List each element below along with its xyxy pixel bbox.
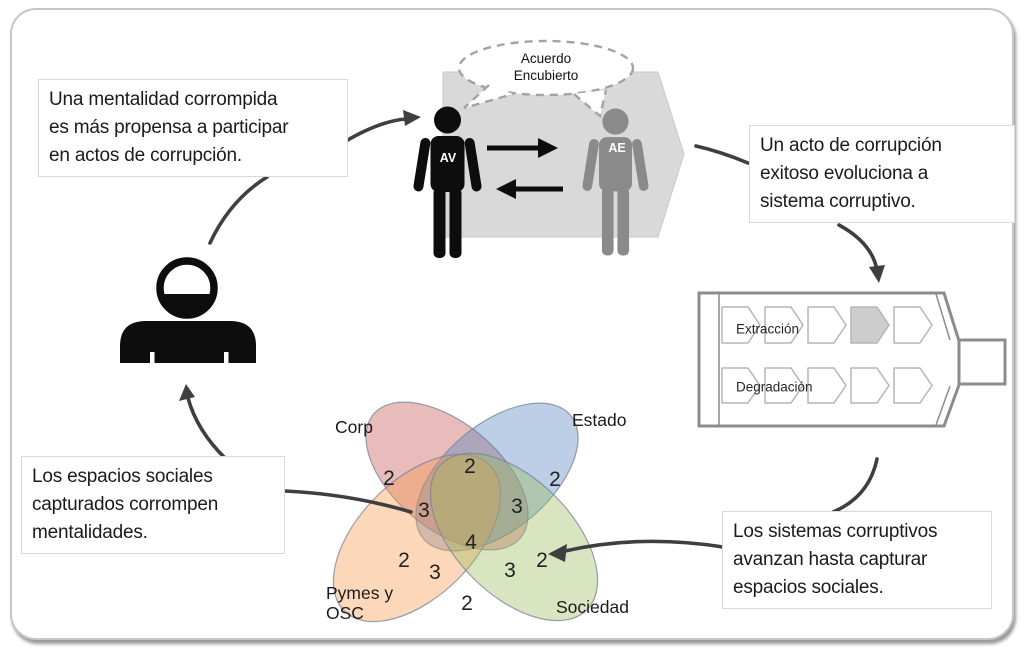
venn-region-count: 2 <box>464 455 476 478</box>
venn-label-corp: Corp <box>335 417 373 437</box>
callout-line: Los sistemas corruptivos <box>733 521 938 542</box>
exchange-arrow-right-icon <box>487 138 558 158</box>
venn-region-count: 4 <box>465 531 477 554</box>
callout-line: es más propensa a participar <box>49 117 289 138</box>
mentality-head-icon <box>120 257 256 363</box>
machine-cell <box>893 306 933 344</box>
callout-line: exitoso evoluciona a <box>760 163 929 184</box>
callout-line: capturados corrompen <box>32 494 219 515</box>
callout-line: en actos de corrupción. <box>49 145 242 166</box>
actor-ae-figure <box>582 108 649 256</box>
venn-ellipse-pymes <box>332 453 502 623</box>
callout-acto: Un acto de corrupción exitoso evoluciona… <box>749 125 1015 223</box>
machine-cell <box>721 367 761 404</box>
callout-espacios: Los espacios sociales capturados corromp… <box>21 456 285 554</box>
connector-machine-to-sistemas-box <box>831 457 879 514</box>
callout-line: Los espacios sociales <box>32 466 213 487</box>
cycle-connectors <box>186 117 879 553</box>
bubble-ellipse <box>457 39 635 97</box>
connector-sistemas-box-to-venn <box>563 539 725 553</box>
venn-region-count: 3 <box>429 561 441 584</box>
callout-line: mentalidades. <box>32 522 148 543</box>
machine-cell <box>721 306 761 344</box>
bubble-tail-left-icon <box>463 84 514 110</box>
venn-label-line: OSC <box>326 603 364 623</box>
venn-region-count: 3 <box>418 499 430 522</box>
venn-label-pymes: Pymes y OSC <box>326 583 393 623</box>
venn-label-estado: Estado <box>572 410 627 430</box>
callout-line: avanzan hasta capturar <box>733 549 928 570</box>
callout-line: Una mentalidad corrompida <box>49 89 278 110</box>
arrowhead-to-av-icon <box>403 110 421 126</box>
callout-line: espacios sociales. <box>733 577 884 598</box>
machine-cell <box>764 306 804 344</box>
connector-head-to-mentalidad-box <box>208 175 269 245</box>
venn-region-count: 2 <box>383 467 395 490</box>
machine-bevel-line-top <box>935 293 951 341</box>
machine-cell-highlighted <box>850 306 890 344</box>
venn-region-count: 3 <box>511 495 523 518</box>
arrowhead-to-venn-icon <box>548 544 567 562</box>
connector-arrowheads <box>179 110 885 562</box>
connector-acto-box-to-machine <box>837 223 879 272</box>
venn-region-count: 2 <box>461 592 473 615</box>
machine-row-extraction-cells <box>721 306 933 344</box>
bubble-line: Acuerdo <box>520 51 572 66</box>
bubble-tail-right-icon <box>573 89 608 119</box>
callout-line: sistema corruptivo. <box>760 191 916 212</box>
callout-mentalidad: Una mentalidad corrompida es más propens… <box>38 79 348 177</box>
bubble-text: Acuerdo Encubierto <box>514 50 579 84</box>
connector-espacios-box-to-head <box>186 396 228 461</box>
arrowhead-to-machine-icon <box>869 265 885 283</box>
machine-cell <box>807 306 847 344</box>
covert-agreement-bubble <box>457 39 635 119</box>
venn-region-count: 3 <box>504 559 516 582</box>
machine-bevel-line-bottom <box>935 385 951 426</box>
venn-label-line: Pymes y <box>326 583 394 603</box>
actor-ae-label: AE <box>608 141 626 155</box>
machine-row-label-extraction: Extracción <box>736 321 800 337</box>
venn-region-count: 2 <box>536 549 548 572</box>
venn-ellipse-corp <box>365 401 529 551</box>
machine-cell <box>764 367 804 404</box>
venn-diagram <box>332 401 599 623</box>
venn-region-count: 2 <box>549 468 561 491</box>
exchange-arrow-left-icon <box>496 179 563 199</box>
connector-mentalidad-box-to-av <box>344 117 408 143</box>
machine-cell <box>807 367 847 404</box>
machine-terminal <box>957 338 1007 386</box>
bubble-line: Encubierto <box>513 68 579 83</box>
machine-cell <box>893 367 933 404</box>
machine-row-degradation-cells <box>721 367 933 404</box>
connector-espacios-box-to-venn <box>283 489 413 514</box>
callout-sistemas: Los sistemas corruptivos avanzan hasta c… <box>722 511 992 609</box>
callout-line: Un acto de corrupción <box>760 135 942 156</box>
machine-cell <box>850 367 890 404</box>
connector-process-to-acto-box <box>694 144 750 165</box>
arrowhead-to-head-icon <box>179 384 195 401</box>
actor-av-label: AV <box>439 151 457 165</box>
venn-label-sociedad: Sociedad <box>556 597 629 617</box>
venn-region-count: 2 <box>398 549 410 572</box>
venn-ellipse-sociedad <box>429 452 599 622</box>
actor-av-figure <box>413 106 482 258</box>
machine-row-label-degradation: Degradación <box>736 379 813 395</box>
